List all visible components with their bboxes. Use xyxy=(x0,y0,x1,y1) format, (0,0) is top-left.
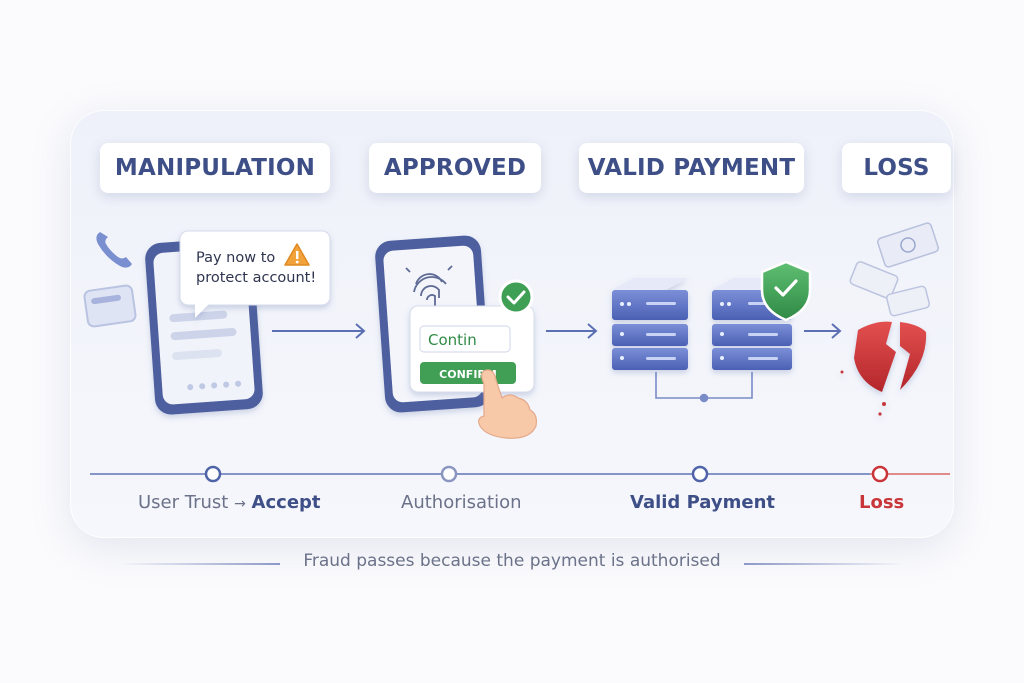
server-icon xyxy=(612,278,688,370)
phone-icon xyxy=(96,232,132,268)
timeline-label-valid-payment: Valid Payment xyxy=(630,492,776,513)
stage-title-manipulation: MANIPULATION xyxy=(100,143,330,193)
timeline-label-user-trust: User Trust → Accept xyxy=(138,492,321,513)
arrow-icon: → xyxy=(234,496,246,512)
footer-caption: Fraud passes because the payment is auth… xyxy=(303,551,721,571)
server-link xyxy=(655,372,753,403)
check-icon xyxy=(498,279,534,315)
timeline xyxy=(90,465,950,483)
banknote-icon xyxy=(849,261,930,317)
scam-message-line2: protect account! xyxy=(196,270,316,286)
footer-rule-left xyxy=(120,563,280,565)
timeline-node-authorisation xyxy=(440,465,458,483)
fingerprint-icon xyxy=(405,265,453,306)
shield-icon xyxy=(760,260,812,322)
approval-field-text: Contin xyxy=(428,331,477,349)
warning-icon xyxy=(284,243,310,266)
stage-title-loss: LOSS xyxy=(842,143,951,193)
scam-message-bubble xyxy=(179,230,331,318)
accept-text: Accept xyxy=(251,492,321,513)
timeline-label-loss: Loss xyxy=(859,492,905,513)
arrow-icon xyxy=(546,323,598,339)
banknote-icon xyxy=(877,222,939,268)
timeline-node-loss xyxy=(871,465,889,483)
arrow-icon xyxy=(804,323,842,339)
stage-title-approved: APPROVED xyxy=(369,143,541,193)
user-trust-text: User Trust xyxy=(138,492,229,513)
broken-shield-icon xyxy=(840,321,927,416)
hand-icon xyxy=(478,369,537,439)
timeline-label-authorisation: Authorisation xyxy=(401,492,522,513)
timeline-node-user-trust xyxy=(204,465,222,483)
scam-message-line1: Pay now to xyxy=(196,250,275,266)
stage-title-valid-payment: VALID PAYMENT xyxy=(579,143,804,193)
arrow-icon xyxy=(272,323,366,339)
timeline-node-valid-payment xyxy=(691,465,709,483)
footer-rule-right xyxy=(744,563,904,565)
card-icon xyxy=(83,284,137,328)
